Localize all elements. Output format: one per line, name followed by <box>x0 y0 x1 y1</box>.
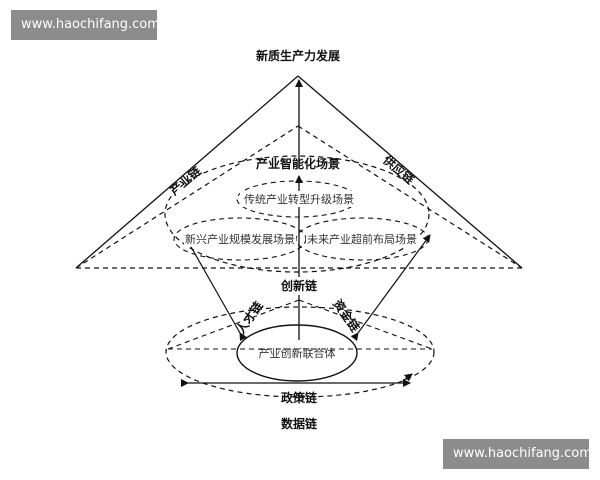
outer-right-edge <box>297 75 523 269</box>
arrow-capital-chain <box>350 234 431 342</box>
center-label-bg <box>270 277 328 295</box>
policy-label: 政策链 <box>281 390 318 405</box>
left-edge-label: 产业链 <box>166 163 204 198</box>
right-diag-label: 资金链 <box>330 296 364 335</box>
upper-scenario-ellipse <box>164 155 430 273</box>
apex-title: 新质生产力发展 <box>256 48 340 63</box>
inner-left-label: 新兴产业规模发展场景 <box>185 232 295 246</box>
watermark-bottom: www.haochifang.com <box>443 439 592 469</box>
upper-ellipse-title: 产业智能化场景 <box>256 156 340 171</box>
dashed-left-edge <box>75 125 299 269</box>
data-label: 数据链 <box>281 416 318 431</box>
outer-left-edge <box>75 75 299 269</box>
inner-right-label: 未来产业超前布局场景 <box>307 232 417 246</box>
core-label: 产业创新联合体 <box>259 346 336 360</box>
right-edge-label: 供应链 <box>380 152 419 188</box>
lower-outer-ellipse <box>165 306 435 398</box>
inner-top-label-bg <box>240 191 358 207</box>
center-label: 创新链 <box>280 278 318 293</box>
arrow-inner-right <box>403 373 413 382</box>
watermark-top: www.haochifang.com <box>11 10 160 40</box>
inner-right-label-bg <box>306 231 418 247</box>
arrow-talent-chain <box>185 237 247 342</box>
inner-left-label-bg <box>184 231 296 247</box>
inner-top-label: 传统产业转型升级场景 <box>244 192 354 206</box>
